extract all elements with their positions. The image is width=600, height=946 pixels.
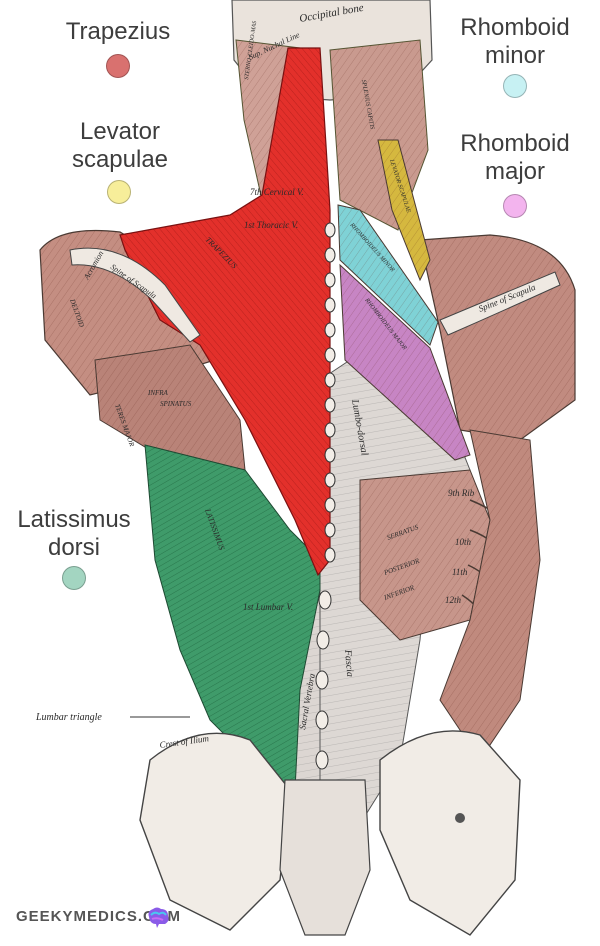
- legend-swatch-trapezius: [106, 54, 130, 78]
- legend-label-latissimus: Latissimus dorsi: [17, 506, 131, 561]
- label-rib9: 9th Rib: [448, 488, 475, 498]
- legend-label-trapezius: Trapezius: [65, 18, 171, 45]
- label-thoracic: 1st Thoracic V.: [244, 220, 299, 230]
- legend-swatch-latissimus: [62, 566, 86, 590]
- brand-text: GEEKYMEDICS.COM: [16, 908, 182, 925]
- label-rib11: 11th: [452, 567, 468, 577]
- label-spinatus: SPINATUS: [160, 400, 192, 408]
- legend-label-levator: Levator scapulae: [71, 118, 169, 173]
- label-lumbar-v: 1st Lumbar V.: [243, 602, 294, 612]
- label-fascia: Fascia: [342, 648, 355, 677]
- label-rib12: 12th: [445, 595, 462, 605]
- legend-swatch-levator: [107, 180, 131, 204]
- label-rib10: 10th: [455, 537, 472, 547]
- right-ilium: [379, 730, 521, 936]
- vertebral-column: [315, 222, 336, 770]
- label-cervical: 7th Cervical V.: [250, 187, 304, 197]
- legend-swatch-rhomboid-minor: [503, 74, 527, 98]
- legend-label-rhomboid-major: Rhomboid major: [460, 130, 570, 185]
- right-scapular-spine: [439, 271, 561, 336]
- left-scapular-spine: [69, 247, 201, 343]
- label-lumbar-triangle: Lumbar triangle: [35, 712, 102, 723]
- legend-label-rhomboid-minor: Rhomboid minor: [460, 14, 570, 69]
- sacrum: [279, 779, 371, 936]
- label-infra: INFRA: [147, 389, 169, 397]
- left-ilium: [139, 732, 291, 931]
- brain-icon: [148, 907, 169, 928]
- legend-swatch-rhomboid-major: [503, 194, 527, 218]
